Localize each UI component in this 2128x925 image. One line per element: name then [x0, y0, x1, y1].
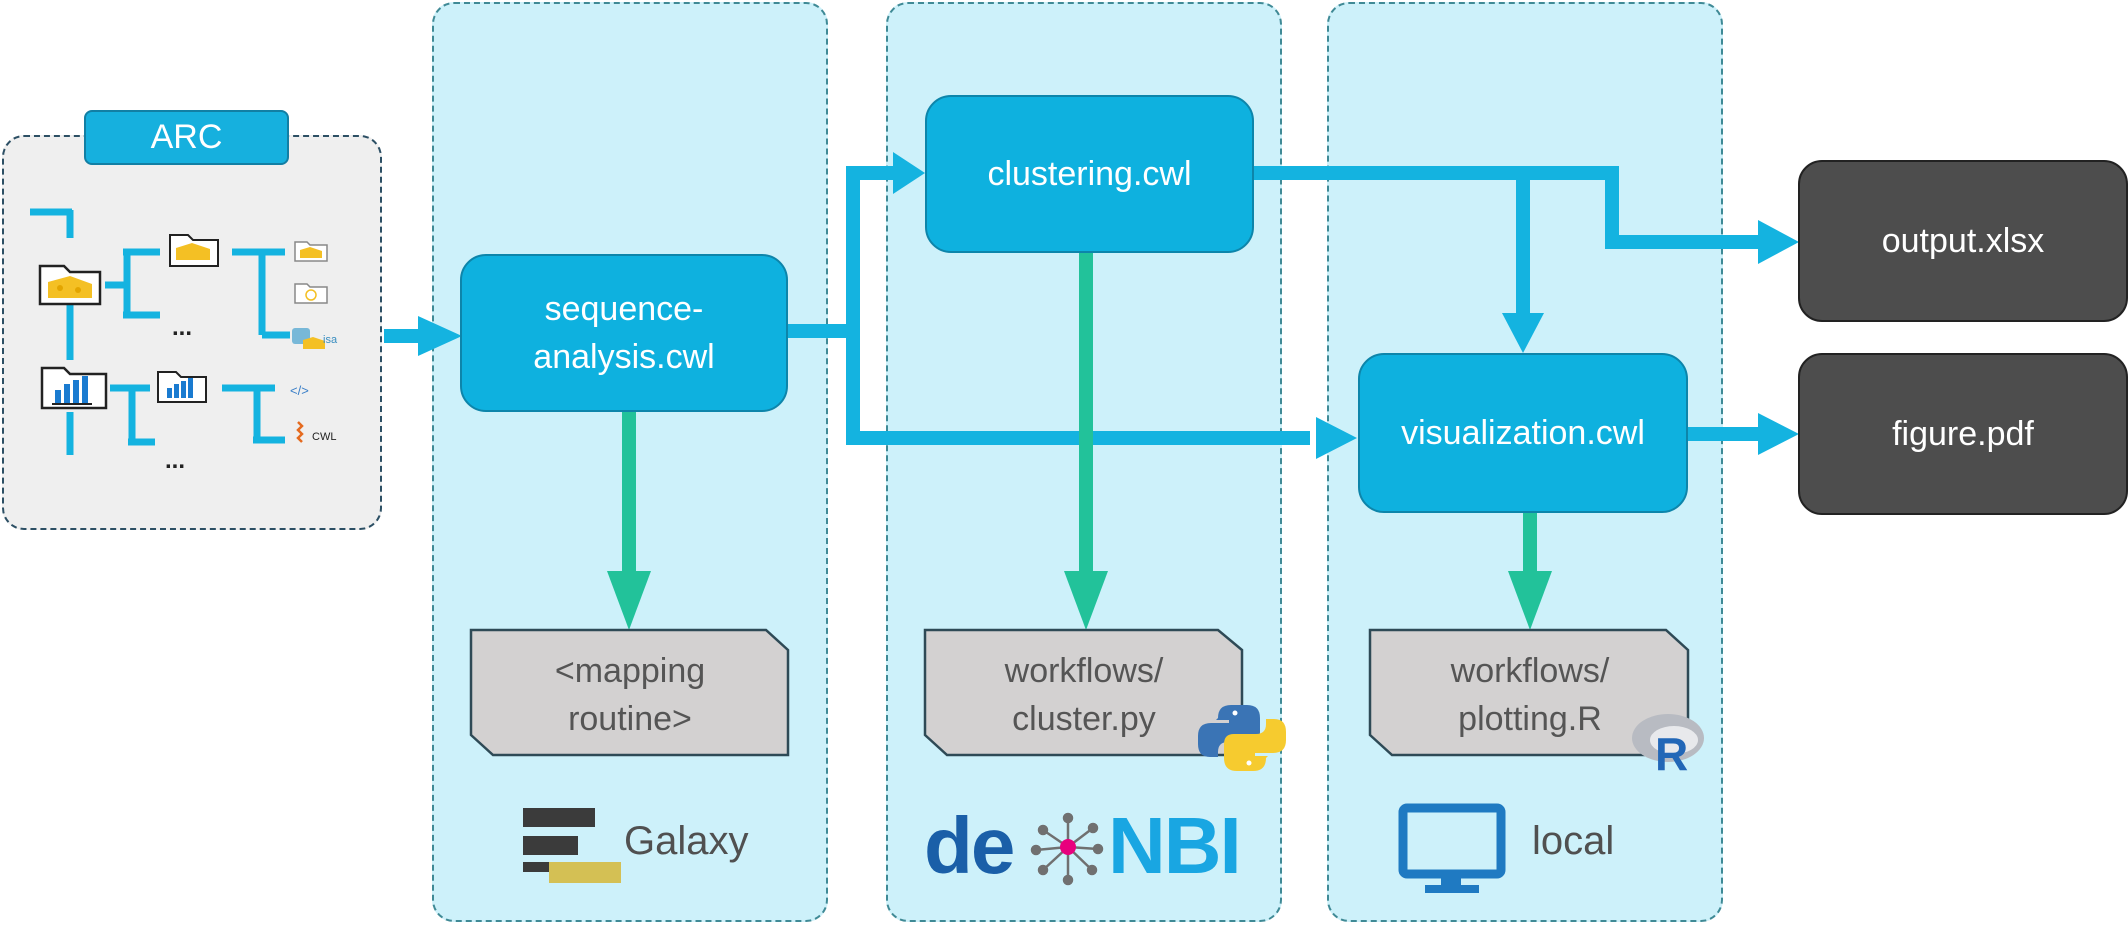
code-mapping-routine[interactable]: <mapping routine> [480, 640, 780, 750]
code-label: <mapping routine> [554, 652, 706, 738]
cwl-label: CWL [312, 431, 336, 443]
code-label: workflows/ plotting.R [1450, 652, 1610, 738]
arrowhead [1758, 220, 1799, 264]
r-logo-icon: R [1632, 714, 1704, 780]
folder-icon [40, 366, 108, 410]
arrowhead [1316, 417, 1357, 459]
arrowhead [418, 316, 462, 356]
lane-label-denbi-de: de [924, 801, 1015, 890]
cwl-icon [296, 421, 304, 443]
folder-icon [38, 264, 102, 306]
code-tag-label: </> [290, 383, 309, 398]
lane-label-denbi-nbi: NBI [1108, 801, 1242, 890]
r-logo-letter: R [1655, 728, 1688, 780]
code-cluster-py[interactable]: workflows/ cluster.py [934, 640, 1234, 750]
folder-icon [294, 283, 328, 304]
arc-panel [2, 135, 382, 530]
monitor-icon [1398, 803, 1506, 893]
data-arrow [846, 331, 1310, 445]
output-label: figure.pdf [1892, 414, 2034, 453]
arrowhead [1064, 571, 1108, 630]
ellipsis: ... [165, 447, 185, 474]
arrowhead [1502, 313, 1544, 353]
lane-label-local: local [1532, 819, 1615, 863]
arrowhead [1758, 413, 1799, 455]
folder-icon [157, 371, 207, 403]
isa-label: isa [323, 334, 338, 346]
code-label: workflows/ cluster.py [1004, 652, 1164, 738]
denbi-network-icon [1030, 812, 1104, 886]
data-arrow [1252, 166, 1760, 249]
lane-label-galaxy: Galaxy [624, 819, 749, 863]
code-plotting-r[interactable]: workflows/ plotting.R [1380, 640, 1680, 750]
python-logo-icon [1198, 705, 1286, 771]
folder-icon [294, 241, 328, 262]
code-document-shape [469, 628, 790, 757]
arrowhead [893, 152, 925, 194]
folder-icon [169, 234, 219, 267]
ellipsis: ... [172, 314, 192, 341]
step-label: visualization.cwl [1401, 414, 1645, 452]
output-pdf[interactable]: figure.pdf [1798, 353, 2128, 515]
arrowhead [1508, 571, 1552, 630]
step-sequence-analysis[interactable]: sequence- analysis.cwl [460, 254, 788, 412]
output-label: output.xlsx [1881, 221, 2045, 260]
arrowhead [607, 571, 651, 630]
step-clustering[interactable]: clustering.cwl [925, 95, 1254, 253]
output-xlsx[interactable]: output.xlsx [1798, 160, 2128, 322]
galaxy-logo-icon [523, 808, 621, 883]
step-visualization[interactable]: visualization.cwl [1358, 353, 1688, 513]
arc-title: ARC [84, 110, 289, 165]
data-arrow [788, 166, 895, 338]
isa-icon [292, 328, 325, 349]
step-label: sequence- analysis.cwl [533, 290, 715, 376]
step-label: clustering.cwl [987, 155, 1192, 193]
